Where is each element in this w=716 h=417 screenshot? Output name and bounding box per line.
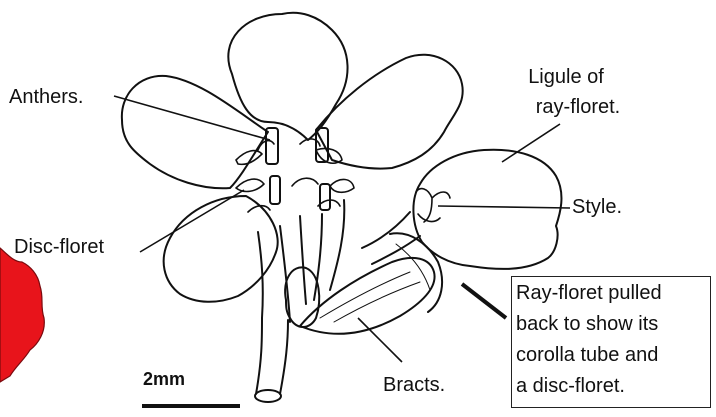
anther-3 <box>270 176 280 204</box>
petal-left <box>122 76 268 188</box>
caption-box: Ray-floret pulled back to show its corol… <box>511 276 711 408</box>
stalk <box>256 318 288 394</box>
bract-veins <box>320 244 430 322</box>
caption-line-3: corolla tube and <box>516 340 706 371</box>
label-ligule-line2: ray-floret. <box>516 96 640 118</box>
floret-tube-5 <box>330 200 344 290</box>
leader-style <box>438 206 570 208</box>
scale-bar-label: 2mm <box>143 369 185 390</box>
label-ligule-line1: Ligule of <box>516 66 616 88</box>
caption-line-4: a disc-floret. <box>516 371 706 402</box>
label-style: Style. <box>572 196 622 218</box>
stalk-end <box>255 390 281 402</box>
leader-disc-floret <box>140 190 244 252</box>
label-disc-floret: Disc-floret <box>14 236 104 258</box>
floret-tube-2 <box>280 226 290 322</box>
petal-top <box>228 13 347 140</box>
ray-corolla-tube <box>362 212 420 264</box>
caption-line-1: Ray-floret pulled <box>516 278 706 309</box>
floret-tube-1 <box>258 232 263 318</box>
pointer-to-caption <box>462 284 506 318</box>
ligule-ray-floret <box>413 150 561 269</box>
label-anthers: Anthers. <box>9 86 83 108</box>
petal-right <box>316 55 463 169</box>
red-blob <box>0 248 44 382</box>
caption-line-2: back to show its <box>516 309 706 340</box>
label-bracts: Bracts. <box>383 374 445 396</box>
anther-4 <box>320 184 330 210</box>
floret-tube-3 <box>300 216 306 304</box>
